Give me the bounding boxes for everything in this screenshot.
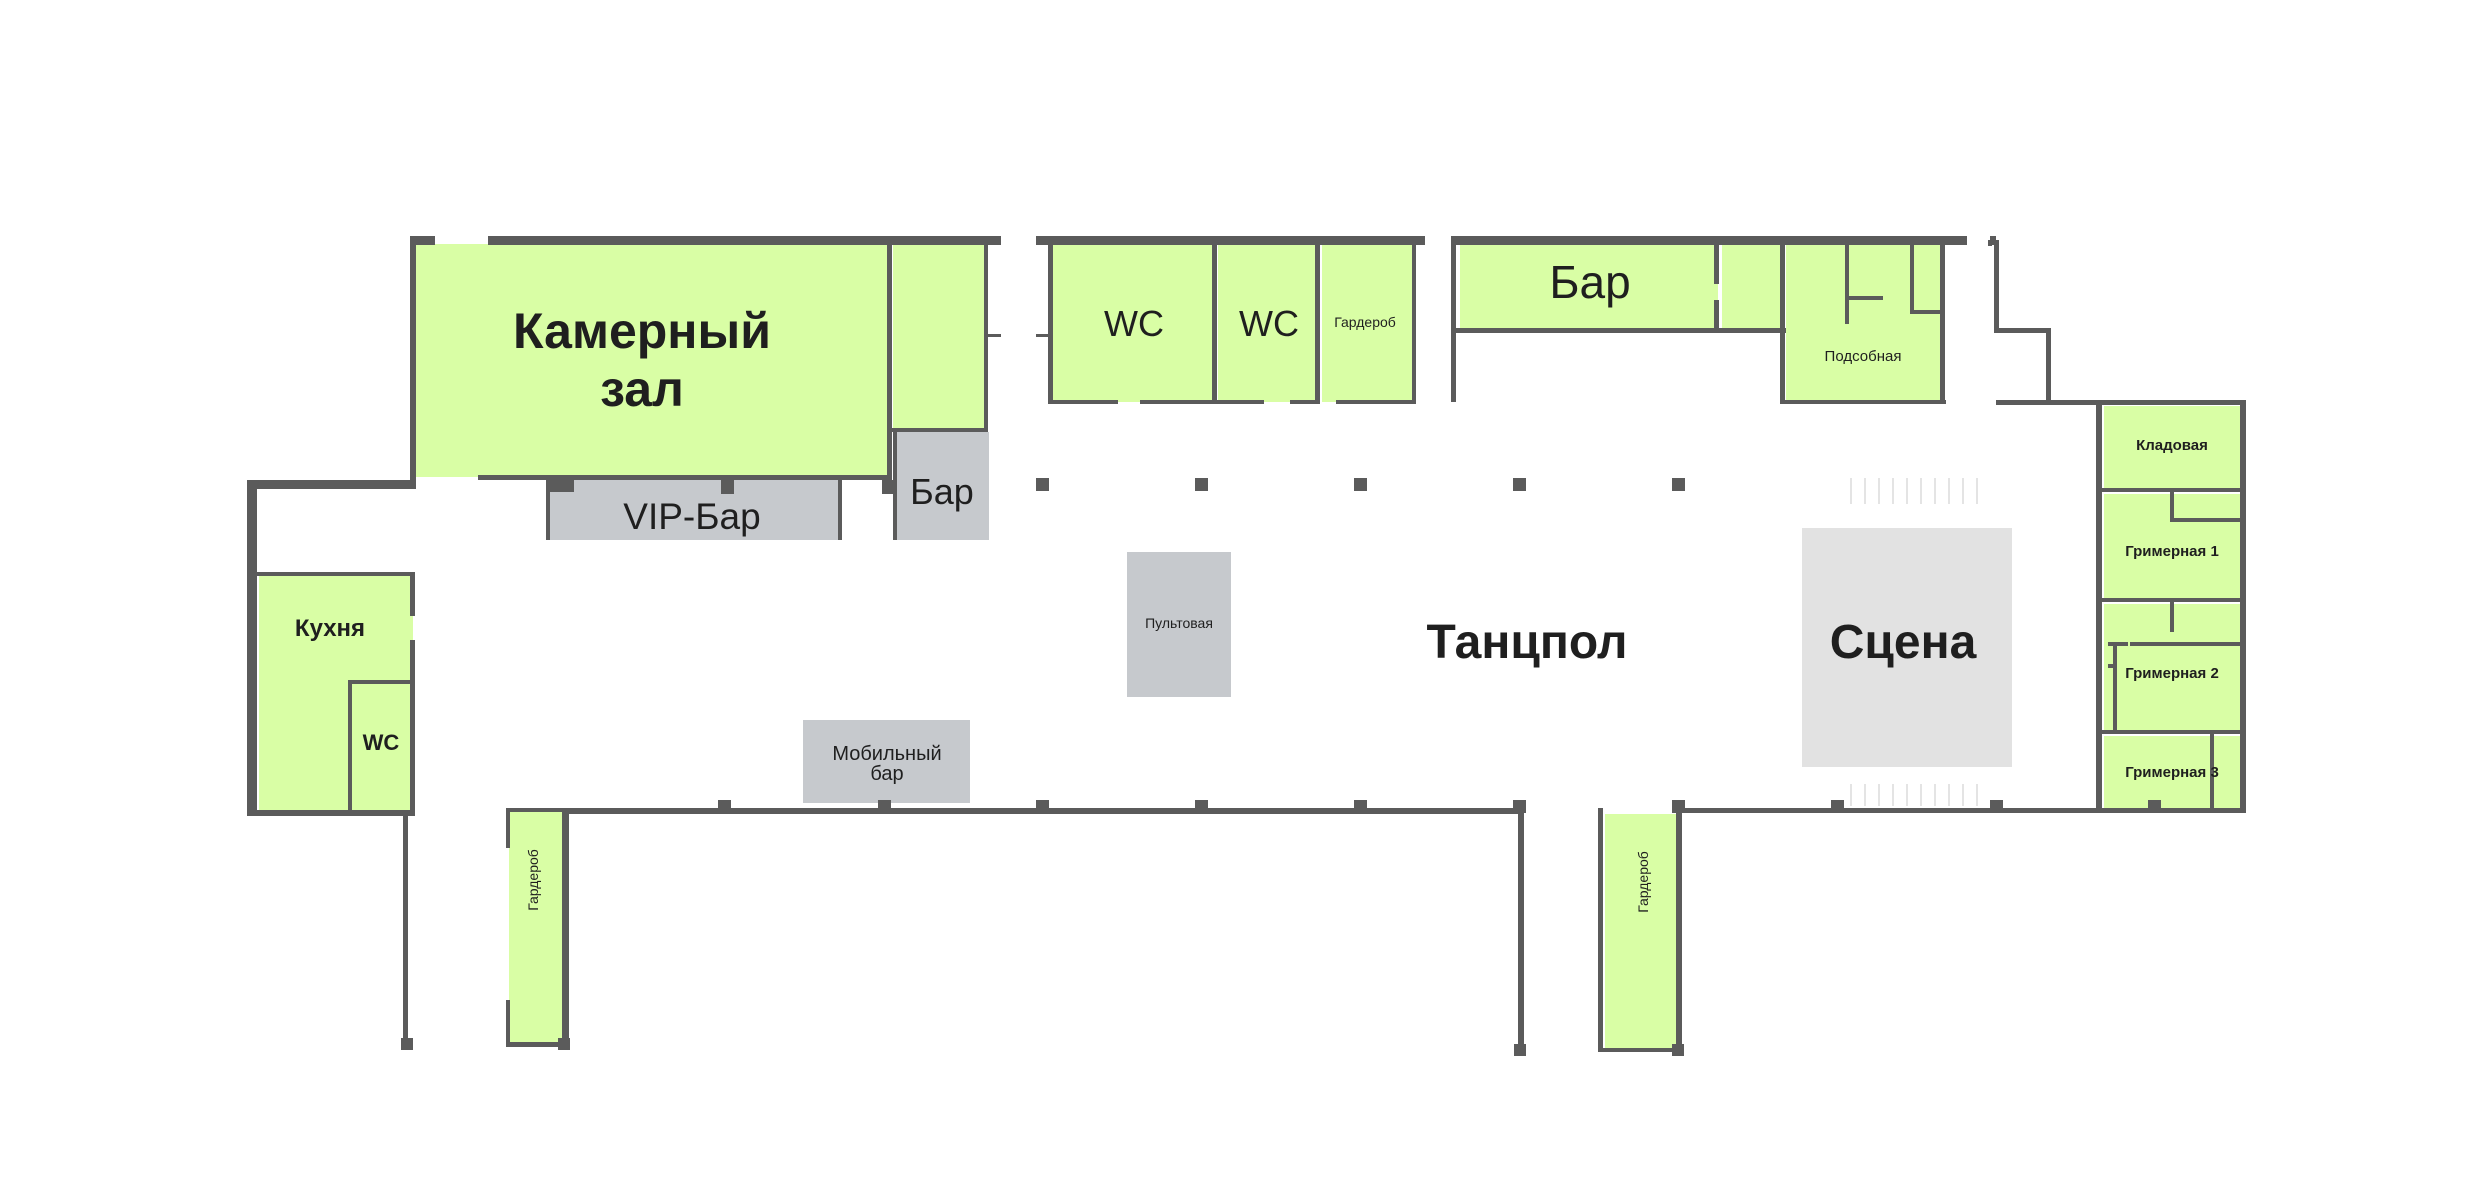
podsobnaya-label: Подсобная: [1825, 348, 1902, 365]
bar-small-label: Бар: [910, 471, 974, 512]
kladovaya-room[interactable]: [2104, 406, 2246, 490]
wc-top-2-label: WC: [1239, 303, 1299, 344]
garderob-top-room[interactable]: [1322, 244, 1415, 402]
kamerny-zal-label-2: зал: [600, 361, 684, 417]
bar-top-room[interactable]: [1460, 244, 1718, 330]
stage-steps-bottom: [1850, 784, 1978, 806]
room-fills: [259, 244, 2246, 1052]
grimernaya-2-label: Гримерная 2: [2125, 665, 2219, 682]
bar-top-side-room[interactable]: [1722, 244, 1784, 330]
garderob-right-label: Гардероб: [1635, 851, 1651, 913]
scena-label: Сцена: [1830, 616, 1977, 669]
kamerny-zal-label-1: Камерный: [513, 303, 771, 359]
kuhnya-label: Кухня: [295, 615, 365, 642]
kamerny-zal-room[interactable]: [413, 244, 891, 477]
mobile-bar-label-2: бар: [870, 763, 903, 785]
stage-steps-top: [1850, 478, 1978, 504]
bar-small-room[interactable]: [896, 432, 989, 540]
garderob-left-room[interactable]: [509, 810, 568, 1046]
garderob-right-room[interactable]: [1605, 814, 1681, 1052]
wc-top-2-room[interactable]: [1218, 244, 1318, 402]
walls: [247, 236, 2246, 1056]
kladovaya-label: Кладовая: [2136, 437, 2208, 454]
wc-top-1-label: WC: [1104, 303, 1164, 344]
podsobnaya-room[interactable]: [1786, 244, 1944, 402]
pultovaya-label: Пультовая: [1145, 615, 1213, 631]
room-labels: Камерный зал VIP-Бар Бар WC WC Гардероб …: [295, 256, 2219, 913]
wc-kitchen-label: WC: [363, 730, 400, 755]
wc-top-1-room[interactable]: [1052, 244, 1214, 402]
grimernaya-1-room[interactable]: [2104, 494, 2246, 600]
grimernaya-2-room[interactable]: [2104, 604, 2246, 732]
scena-room[interactable]: [1802, 528, 2012, 767]
grimernaya-3-label: Гримерная 3: [2125, 764, 2219, 781]
vip-bar-room[interactable]: [548, 480, 842, 540]
pultovaya-room[interactable]: [1127, 552, 1231, 697]
wc-kitchen-room[interactable]: [352, 684, 412, 810]
mobile-bar-label-1: Мобильный: [832, 743, 941, 765]
vip-bar-label: VIP-Бар: [623, 496, 760, 537]
grimernaya-3-room[interactable]: [2104, 736, 2246, 808]
tancpol-label: Танцпол: [1427, 616, 1628, 669]
garderob-left-label: Гардероб: [525, 849, 541, 911]
bar-top-label: Бар: [1549, 256, 1630, 308]
kamerny-side-room[interactable]: [893, 244, 985, 430]
grimernaya-1-label: Гримерная 1: [2125, 543, 2219, 560]
mobile-bar-room[interactable]: [803, 720, 970, 803]
garderob-top-label: Гардероб: [1334, 314, 1396, 330]
